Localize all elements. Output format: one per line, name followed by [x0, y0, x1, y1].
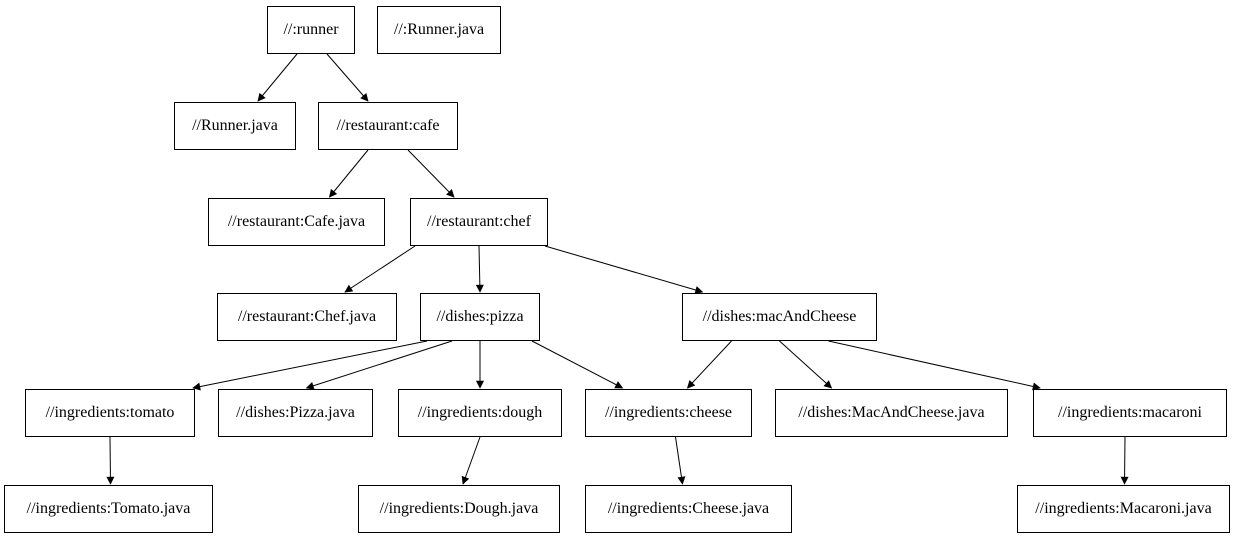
- graph-edge-mac-and-cheese-to-mac-and-cheese-java: [779, 340, 833, 389]
- graph-node-pizza-java: //dishes:Pizza.java: [218, 389, 373, 437]
- graph-edge-tomato-to-tomato-java: [106, 436, 115, 485]
- graph-node-chef-java: //restaurant:Chef.java: [217, 293, 397, 341]
- graph-edge-pizza-to-pizza-java: [305, 340, 453, 390]
- graph-edge-chef-to-chef-java: [344, 245, 416, 293]
- graph-edge-runner-to-cafe: [326, 53, 369, 102]
- graph-node-dough: //ingredients:dough: [398, 389, 562, 437]
- graph-node-runner-java-decl: //:Runner.java: [377, 6, 501, 54]
- graph-edge-mac-and-cheese-to-macaroni: [828, 340, 1041, 391]
- graph-node-mac-and-cheese: //dishes:macAndCheese: [682, 293, 877, 341]
- graph-node-tomato-java: //ingredients:Tomato.java: [4, 485, 213, 533]
- graph-edge-chef-to-mac-and-cheese: [544, 245, 704, 294]
- graph-edge-macaroni-to-macaroni-java: [1120, 436, 1129, 485]
- graph-node-cafe-java: //restaurant:Cafe.java: [208, 198, 385, 246]
- graph-node-dough-java: //ingredients:Dough.java: [358, 485, 560, 533]
- graph-edge-cafe-to-chef: [407, 149, 455, 198]
- graph-node-cheese: //ingredients:cheese: [585, 389, 752, 437]
- graph-node-runner-java: //Runner.java: [174, 102, 296, 150]
- graph-edge-runner-to-runner-java: [257, 53, 298, 102]
- graph-edge-mac-and-cheese-to-cheese: [686, 340, 732, 389]
- graph-node-macaroni-java: //ingredients:Macaroni.java: [1017, 485, 1230, 533]
- graph-node-runner: //:runner: [267, 6, 355, 54]
- graph-node-macaroni: //ingredients:macaroni: [1033, 389, 1227, 437]
- graph-edge-pizza-to-cheese: [531, 340, 624, 389]
- graph-edge-cheese-to-cheese-java: [675, 436, 686, 485]
- graph-node-cafe: //restaurant:cafe: [318, 102, 458, 150]
- graph-edge-cafe-to-cafe-java: [328, 149, 369, 198]
- graph-node-chef: //restaurant:chef: [410, 198, 548, 246]
- graph-node-pizza: //dishes:pizza: [420, 293, 540, 341]
- graph-edge-pizza-to-tomato: [192, 340, 428, 391]
- graph-node-tomato: //ingredients:tomato: [25, 389, 195, 437]
- graph-node-cheese-java: //ingredients:Cheese.java: [585, 485, 792, 533]
- graph-edge-chef-to-pizza: [475, 245, 484, 293]
- graph-node-mac-and-cheese-java: //dishes:MacAndCheese.java: [775, 389, 1008, 437]
- graph-edge-dough-to-dough-java: [461, 436, 481, 485]
